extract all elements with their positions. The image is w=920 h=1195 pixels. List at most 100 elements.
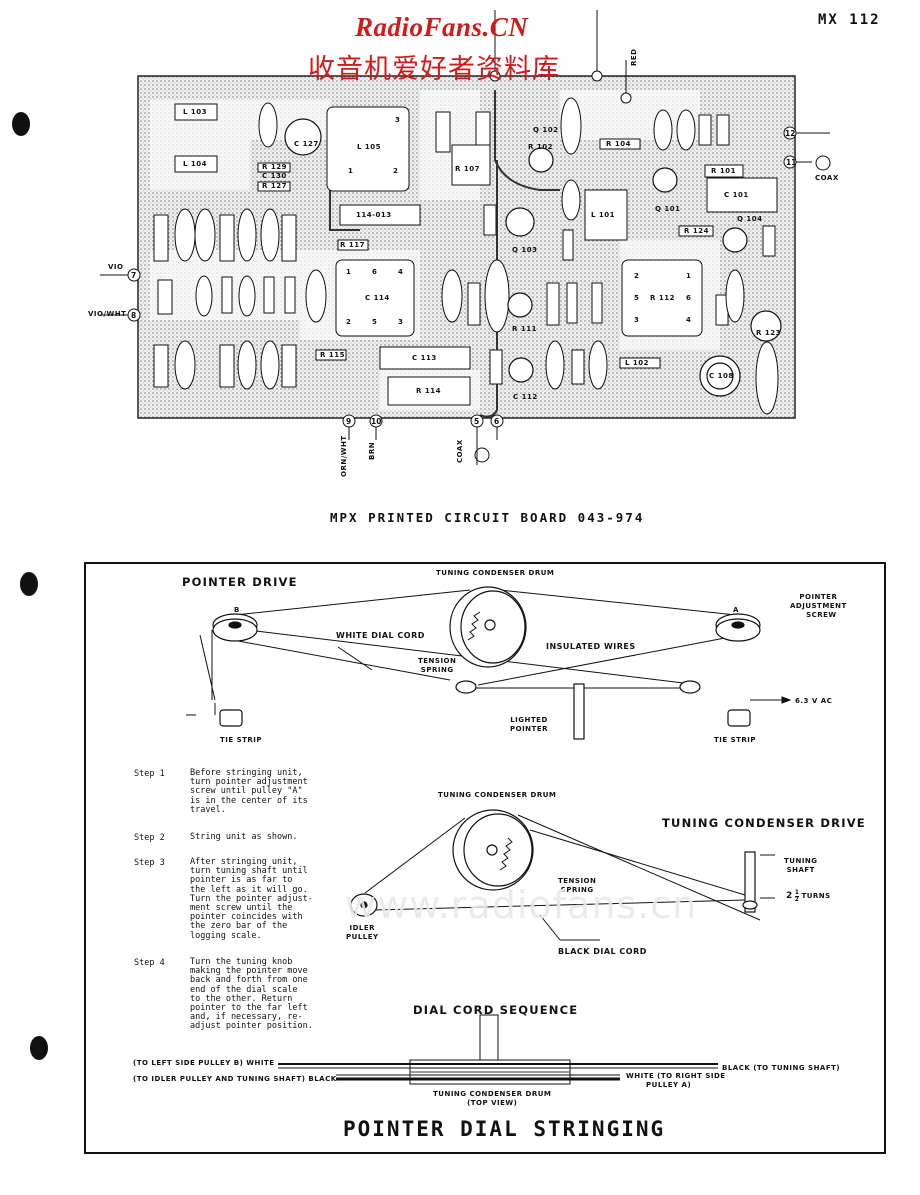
resistor-r129 (257, 162, 291, 173)
comp-label: Q 104 (737, 215, 763, 223)
step-1-text: Before stringing unit,turn pointer adjus… (190, 768, 308, 815)
sequence-title: DIAL CORD SEQUENCE (413, 1003, 579, 1017)
resistor-r123 (153, 344, 169, 388)
comp-label: C 130 (262, 172, 287, 180)
comp-label: L 105 (357, 143, 382, 151)
comp-label: C 101 (724, 191, 749, 199)
resistor-r111 (546, 282, 560, 326)
pin-number: 6 (494, 417, 500, 426)
resistor-r121 (281, 344, 297, 388)
pcb-caption: MPX PRINTED CIRCUIT BOARD 043-974 (330, 510, 645, 525)
voltage-label: 6.3 V AC (795, 697, 833, 705)
pin-number: 6 (372, 268, 378, 276)
resistor-r102 (716, 114, 730, 146)
comp-label: R 107 (455, 165, 480, 173)
resistor-r124 (678, 225, 714, 237)
pin-number: 3 (634, 316, 640, 324)
pin-number: 5 (634, 294, 640, 302)
black-cord-label: BLACK DIAL CORD (558, 947, 647, 956)
resistor-r113 (571, 349, 585, 385)
transformer-t102 (335, 259, 415, 337)
wire-label-vio: VIO (108, 263, 124, 271)
comp-label: L 104 (183, 160, 208, 168)
resistor-l104 (174, 155, 218, 173)
binder-hole-bottom (30, 1036, 48, 1060)
pin-number: 7 (131, 271, 137, 280)
resistor-r128 (762, 225, 776, 257)
comp-label: R 123 (756, 329, 781, 337)
resistor-r120 (219, 344, 235, 388)
step-1-number: Step 1 (134, 769, 165, 779)
resistor-r103 (698, 114, 712, 146)
drum-label: TUNING CONDENSER DRUM (436, 569, 555, 577)
resistor-r117 (337, 239, 369, 251)
pin-number: 3 (395, 116, 401, 124)
insulated-wires-label: INSULATED WIRES (546, 642, 636, 651)
capacitor-c113 (387, 376, 471, 406)
pulley-b-label: B (234, 606, 240, 614)
pin-number: 4 (398, 268, 404, 276)
wire-label-coax-bottom: COAX (456, 439, 464, 463)
resistor-r101 (704, 164, 744, 178)
tension-spring-label: TENSION SPRING (418, 657, 457, 674)
adjust-screw-label: POINTER ADJUSTMENT SCREW (790, 593, 847, 619)
sequence-right-bottom: WHITE (TO RIGHT SIDE PULLEY A) (626, 1072, 726, 1089)
resistor-r110 (483, 204, 497, 236)
resistor-r118 (281, 214, 297, 262)
pin-number: 9 (346, 417, 352, 426)
resistor-r112 (467, 282, 481, 326)
resistor-r115 (379, 346, 471, 370)
comp-label: R 114 (416, 387, 441, 395)
pin-number: 12 (785, 129, 796, 138)
comp-label: R 124 (684, 227, 709, 235)
resistor-114-013 (339, 204, 421, 226)
pcb-diagram (100, 10, 831, 465)
coil-l105 (326, 106, 410, 192)
diode-d106 (284, 276, 296, 314)
resistor-r122 (153, 214, 169, 262)
comp-label: Q 102 (533, 126, 559, 134)
step-2-number: Step 2 (134, 833, 165, 843)
sequence-left-bottom: (TO IDLER PULLEY AND TUNING SHAFT) BLACK (133, 1075, 337, 1083)
lighted-pointer-label: LIGHTED POINTER (510, 716, 548, 733)
pointer-drive-title: POINTER DRIVE (182, 575, 298, 589)
step-4-number: Step 4 (134, 958, 165, 968)
comp-label: R 104 (606, 140, 631, 148)
comp-label: L 101 (591, 211, 616, 219)
turns-label: 2 1 2 TURNS (786, 889, 831, 903)
sequence-drum-label: TUNING CONDENSER DRUM (TOP VIEW) (433, 1090, 552, 1107)
idler-pulley-label: IDLER PULLEY (346, 924, 379, 941)
resistor-r116 (219, 214, 235, 262)
pulley-a-label: A (733, 606, 739, 614)
drum-label-2: TUNING CONDENSER DRUM (438, 791, 557, 799)
diode-d107 (263, 276, 275, 314)
comp-label: R 129 (262, 163, 287, 171)
comp-label: C 114 (365, 294, 390, 302)
comp-label: C 113 (412, 354, 437, 362)
capacitor-c101 (706, 177, 778, 213)
comp-label: R 112 (650, 294, 675, 302)
capacitor-c127 (284, 118, 322, 156)
comp-label: Q 101 (655, 205, 681, 213)
resistor-l103 (174, 103, 218, 121)
wire-label-orn-wht: ORN/WHT (340, 435, 348, 477)
capacitor-c107 (750, 310, 782, 342)
comp-label: C 108 (709, 372, 734, 380)
pin-number: 10 (371, 417, 382, 426)
sequence-right-top: BLACK (TO TUNING SHAFT) (722, 1064, 841, 1072)
tension-spring-label-2: TENSION SPRING (558, 877, 597, 894)
pin-number: 4 (686, 316, 692, 324)
comp-label: L 103 (183, 108, 208, 116)
step-3-number: Step 3 (134, 858, 165, 868)
comp-label: C 112 (513, 393, 538, 401)
pin-number: 1 (348, 167, 354, 175)
model-number: MX 112 (818, 12, 881, 28)
condenser-drive-title: TUNING CONDENSER DRIVE (662, 816, 866, 830)
comp-label: R 115 (320, 351, 345, 359)
resistor-r126 (619, 357, 661, 369)
pin-number: 1 (686, 272, 692, 280)
pin-number: 3 (398, 318, 404, 326)
watermark-url: www.radiofans.cn (345, 883, 698, 927)
